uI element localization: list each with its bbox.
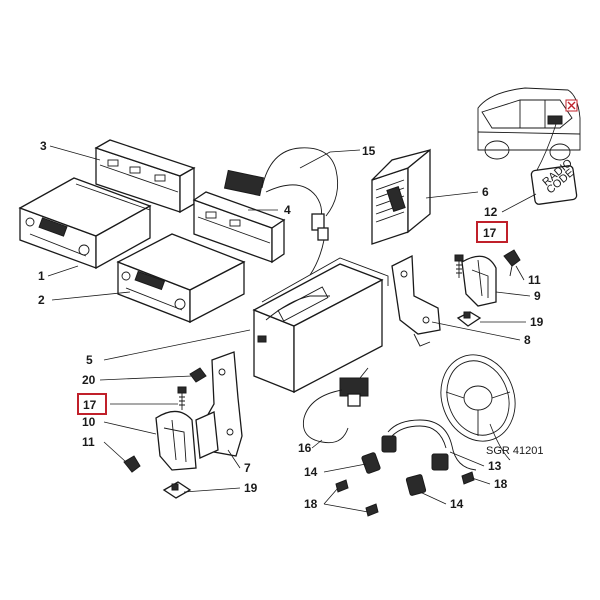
label-17-right: 17 xyxy=(483,226,497,240)
label-18-right: 18 xyxy=(494,477,508,491)
bracket-10[interactable] xyxy=(155,410,219,471)
screw-18[interactable] xyxy=(335,471,475,517)
label-15: 15 xyxy=(362,144,376,158)
label-8: 8 xyxy=(524,333,531,347)
label-9: 9 xyxy=(534,289,541,303)
label-14-right: 14 xyxy=(450,497,464,511)
label-14-left: 14 xyxy=(304,465,318,479)
nut-19-left[interactable] xyxy=(162,481,192,499)
highlight-17-left xyxy=(77,393,107,415)
label-2: 2 xyxy=(38,293,45,307)
label-20: 20 xyxy=(82,373,96,387)
label-11-left: 11 xyxy=(82,435,95,449)
nut-19-right[interactable] xyxy=(456,311,482,327)
cable-16[interactable] xyxy=(302,367,369,444)
wiring-harness-15[interactable] xyxy=(223,147,339,276)
label-11-right: 11 xyxy=(528,273,541,287)
highlight-17-right xyxy=(476,221,508,243)
radio-unit-1[interactable] xyxy=(18,177,152,270)
mounting-frame-4[interactable] xyxy=(192,191,286,264)
drawing-code: SGR 41201 xyxy=(486,445,543,457)
vehicle-inset: RADIO CODE xyxy=(477,87,581,205)
label-6: 6 xyxy=(482,185,489,199)
label-19-left: 19 xyxy=(244,481,258,495)
steering-wheel xyxy=(440,354,516,461)
screw-17-left[interactable] xyxy=(177,386,187,410)
clip-11-right[interactable] xyxy=(503,249,521,277)
close-icon[interactable] xyxy=(565,99,578,112)
navigation-unit-6[interactable] xyxy=(371,148,431,245)
callout-labels: 3 1 2 4 15 6 12 17 11 9 19 8 5 20 17 10 … xyxy=(38,139,544,511)
switch-14-right[interactable] xyxy=(405,453,449,496)
label-4: 4 xyxy=(284,203,291,217)
label-12: 12 xyxy=(484,205,498,219)
switch-14-left[interactable] xyxy=(361,435,397,474)
screw-17-right[interactable] xyxy=(454,254,464,278)
label-5: 5 xyxy=(86,353,93,367)
bracket-8[interactable] xyxy=(391,254,441,347)
mounting-frame-3[interactable] xyxy=(94,139,196,214)
label-13: 13 xyxy=(488,459,502,473)
control-unit-5[interactable] xyxy=(252,257,389,394)
label-18-left: 18 xyxy=(304,497,318,511)
label-7: 7 xyxy=(244,461,251,475)
label-17-left: 17 xyxy=(83,398,97,412)
label-16: 16 xyxy=(298,441,312,455)
support-9[interactable] xyxy=(461,255,497,307)
radio-code-card: RADIO CODE xyxy=(530,157,578,205)
label-1: 1 xyxy=(38,269,45,283)
screw-20[interactable] xyxy=(189,367,207,383)
leader-lines xyxy=(47,145,537,513)
label-3: 3 xyxy=(40,139,47,153)
radio-unit-2[interactable] xyxy=(116,233,246,324)
label-10: 10 xyxy=(82,415,96,429)
clip-11-left[interactable] xyxy=(123,455,141,473)
harness-13[interactable] xyxy=(387,419,477,471)
label-19-right: 19 xyxy=(530,315,544,329)
